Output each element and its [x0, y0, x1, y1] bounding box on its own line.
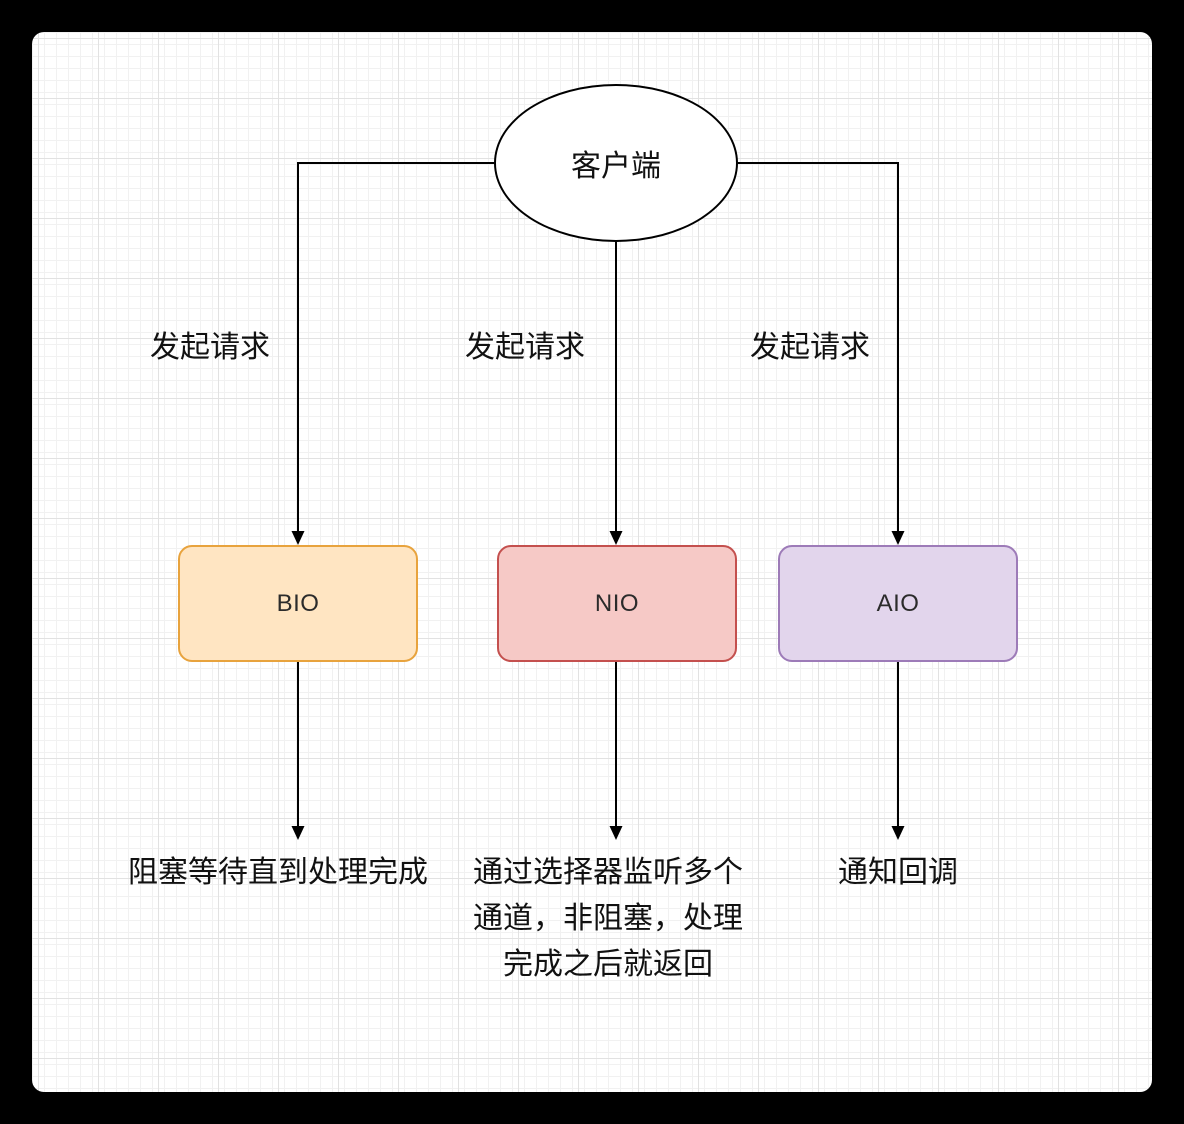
edge-label-nio-request: 发起请求 — [465, 331, 585, 364]
node-nio-label: NIO — [594, 589, 640, 617]
client-node: 客户端 — [494, 84, 738, 242]
node-bio: BIO — [178, 545, 418, 662]
diagram-canvas: 客户端 发起请求 发起请求 发起请求 BIO NIO AIO 阻塞等待直到处理完… — [32, 32, 1152, 1092]
outcome-text-bio: 阻塞等待直到处理完成 — [128, 856, 428, 889]
node-bio-label: BIO — [276, 589, 320, 617]
edge-label-aio-request: 发起请求 — [750, 331, 870, 364]
arrowhead-bio — [291, 531, 305, 545]
outcome-text-aio: 通知回调 — [838, 856, 958, 889]
arrowhead-aio-outcome — [891, 826, 905, 840]
client-node-label: 客户端 — [571, 150, 661, 183]
arrowhead-bio-outcome — [291, 826, 305, 840]
outcome-text-nio: 通过选择器监听多个 通道，非阻塞，处理 完成之后就返回 — [473, 856, 743, 981]
connector-lines — [291, 162, 905, 840]
node-aio: AIO — [778, 545, 1018, 662]
arrowhead-nio-outcome — [609, 826, 623, 840]
arrowhead-nio — [609, 531, 623, 545]
edge-client-bio — [297, 162, 494, 531]
edge-label-bio-request: 发起请求 — [150, 331, 270, 364]
edge-client-aio — [738, 162, 899, 531]
node-nio: NIO — [497, 545, 737, 662]
arrowhead-aio — [891, 531, 905, 545]
node-aio-label: AIO — [876, 589, 920, 617]
